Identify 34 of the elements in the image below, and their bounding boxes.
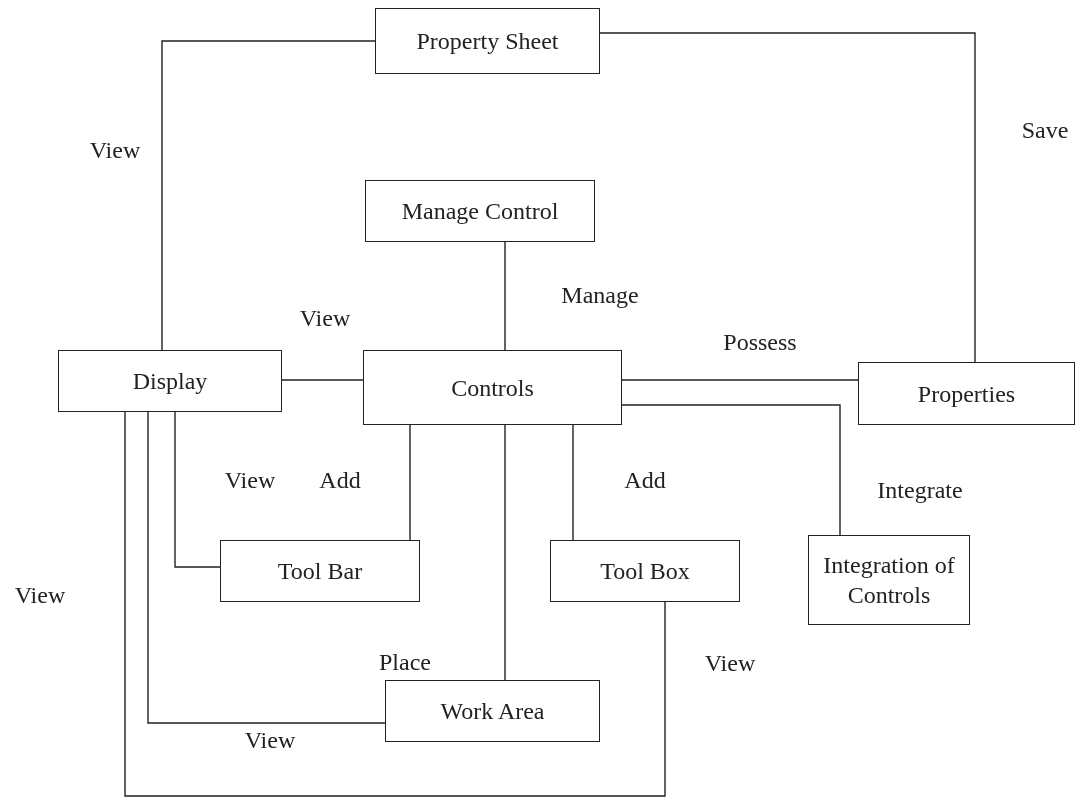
connector-line [504,424,506,681]
connector-line [599,32,976,363]
edge-label: Save [1021,116,1069,145]
edge-label: Add [319,466,361,495]
process-box: Property Sheet [375,8,600,74]
process-box: Work Area [385,680,600,742]
connector-line [174,411,221,568]
edge-label: View [224,466,276,495]
edge-label: View [299,304,351,333]
edge-label: Manage [561,281,639,310]
process-box: Properties [858,362,1075,425]
edge-label: Possess [723,328,797,357]
edge-label: Integrate [877,476,963,505]
annotation-text: View [704,649,756,678]
connector-line [147,411,386,724]
process-box: Manage Control [365,180,595,242]
process-box: Tool Bar [220,540,420,602]
edge-label: Place [379,648,431,677]
edge-label: View [89,136,141,165]
connector-line [409,424,411,541]
connector-line [504,241,506,351]
edge-label: Add [624,466,666,495]
process-box: Controls [363,350,622,425]
process-box: Tool Box [550,540,740,602]
connector-line [621,379,859,381]
connector-line [621,404,841,536]
connector-line [161,40,376,351]
edge-label: View [14,581,66,610]
process-box: Display [58,350,282,412]
connector-line [281,379,364,381]
edge-label: View [244,726,296,755]
process-box: Integration of Controls [808,535,970,625]
connector-line [124,411,666,797]
connector-line [572,424,574,541]
